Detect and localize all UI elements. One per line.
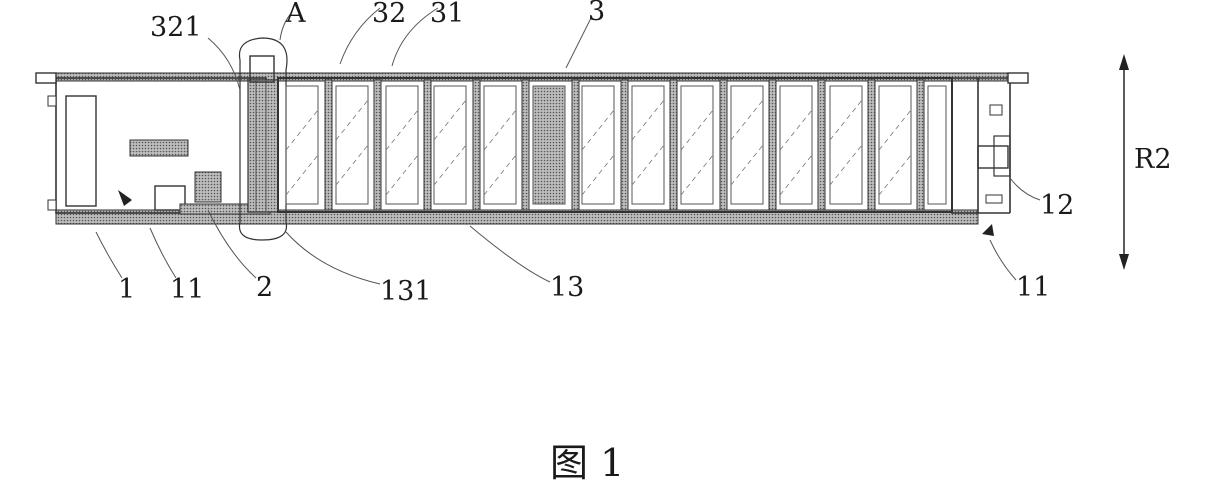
label-1: 1 — [118, 274, 135, 305]
right-components — [978, 105, 1010, 236]
dimension-r2 — [1119, 54, 1129, 270]
label-R2: R2 — [1134, 144, 1172, 175]
label-11-right: 11 — [1016, 272, 1050, 303]
label-13: 13 — [550, 272, 584, 303]
label-32: 32 — [372, 0, 406, 29]
cell-stack-31 — [278, 78, 952, 212]
label-321: 321 — [150, 12, 202, 43]
connector-2 — [195, 172, 221, 202]
label-3: 3 — [588, 0, 605, 27]
label-12: 12 — [1040, 190, 1074, 221]
arrow-down-icon — [1119, 254, 1129, 270]
arrow-11-right — [982, 224, 994, 236]
label-31: 31 — [430, 0, 464, 29]
left-label-plate — [130, 140, 188, 156]
label-2: 2 — [256, 272, 273, 303]
figure-caption: 图 1 — [550, 441, 624, 485]
left-board — [66, 96, 96, 206]
arrow-up-icon — [1119, 54, 1129, 70]
label-131: 131 — [380, 276, 432, 307]
right-end-compartment — [952, 78, 978, 213]
label-11-left: 11 — [170, 274, 204, 305]
arrow-11-left — [118, 190, 132, 206]
terminal-12 — [978, 146, 1008, 168]
leader-lines — [96, 8, 1040, 284]
label-A: A — [285, 0, 306, 29]
